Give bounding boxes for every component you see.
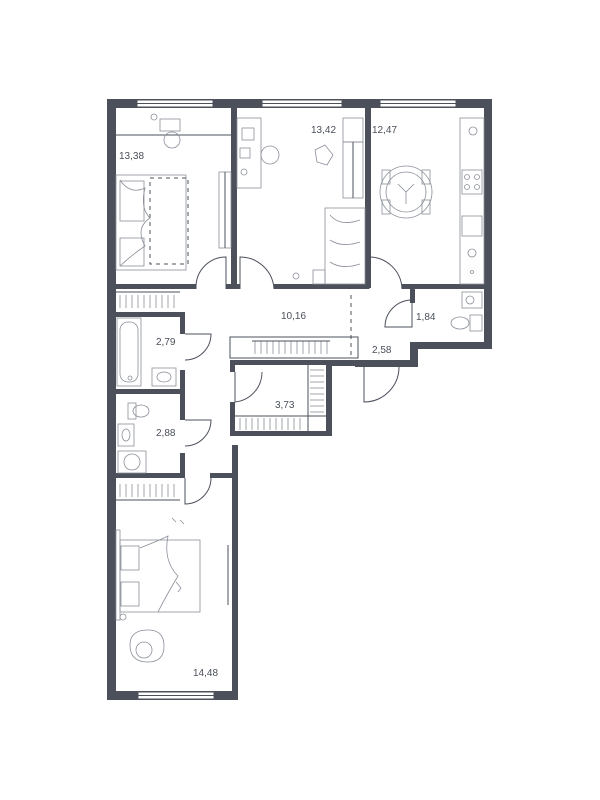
door-bathroom <box>184 333 212 361</box>
outer-walls <box>107 99 492 700</box>
area-label-bedroom-3: 14,48 <box>193 668 218 679</box>
furniture-bedroom-2 <box>236 117 366 285</box>
dining-table <box>379 165 433 219</box>
fixtures-storage <box>234 365 326 431</box>
fixtures-wc <box>117 402 150 474</box>
area-label-kitchen: 12,47 <box>372 125 397 136</box>
armchair <box>129 629 165 663</box>
area-label-entrance: 2,58 <box>372 345 392 356</box>
area-label-hallway: 10,16 <box>281 311 306 322</box>
door-bedroom-3 <box>184 477 212 505</box>
door-kitchen <box>368 256 403 290</box>
area-label-storage: 3,73 <box>275 400 295 411</box>
area-label-bedroom-2: 13,42 <box>311 125 336 136</box>
bed-2 <box>324 207 366 285</box>
bed-1 <box>115 174 187 271</box>
door-bedroom-1 <box>195 256 227 289</box>
area-labels: 13,38 13,42 12,47 10,16 1,84 2,79 2,88 3… <box>119 125 436 679</box>
area-label-bathroom: 2,79 <box>156 337 176 348</box>
furniture-bedroom-3 <box>115 484 229 663</box>
door-entrance <box>363 366 400 403</box>
door-storage <box>234 371 263 403</box>
door-bath-184 <box>384 299 413 328</box>
furniture-bedroom-1 <box>115 113 232 308</box>
hallway-details <box>229 295 359 359</box>
furniture-kitchen <box>379 117 485 285</box>
bathtub <box>116 317 142 387</box>
bed-3 <box>119 539 201 613</box>
interior-walls <box>116 108 484 478</box>
area-label-wc: 2,88 <box>156 428 176 439</box>
windows <box>136 99 457 700</box>
door-bedroom-2 <box>239 256 275 290</box>
area-label-bedroom-1: 13,38 <box>119 151 144 162</box>
door-wc <box>184 419 212 447</box>
area-label-bath-small: 1,84 <box>416 312 436 323</box>
fixtures-bath-184 <box>450 291 483 332</box>
fixtures-bathroom <box>116 317 177 387</box>
doors <box>184 256 413 505</box>
kitchen-counter <box>459 117 485 285</box>
